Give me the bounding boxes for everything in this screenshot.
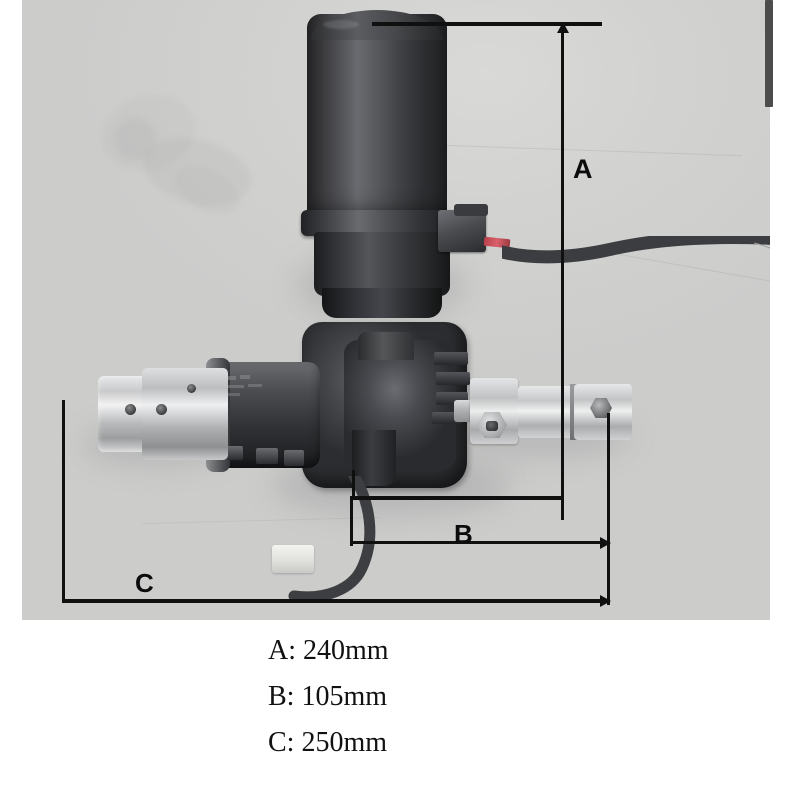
dimension-a-top-tick [372, 22, 602, 26]
left-shaft-collar [142, 368, 228, 460]
gearbox-rib [436, 372, 470, 385]
dimension-a-arrowhead [557, 22, 569, 33]
dimension-b-left-tick [350, 496, 353, 546]
dimension-a-bottom-riser [352, 470, 355, 500]
dimension-label-a: A [573, 154, 593, 184]
motor-end-cap [314, 232, 450, 296]
dimension-label-c: C [135, 568, 154, 598]
dimension-label-b: B [454, 519, 473, 549]
sensor-connector [272, 545, 314, 573]
dimension-a-bottom-tick [355, 496, 564, 500]
coupler-slot [570, 384, 577, 440]
sensor-wire [258, 470, 388, 608]
barrel-clip [256, 448, 278, 464]
product-photo: A B C [22, 0, 770, 620]
caption-line-b: B: 105mm [268, 681, 388, 712]
shaft-bolt-hole [187, 384, 196, 393]
barrel-clip [227, 446, 243, 460]
vertical-scrollbar-track[interactable] [765, 0, 800, 800]
motor-base-flange [322, 288, 442, 318]
motor-brush-holder [438, 210, 486, 252]
dimension-b-line [350, 541, 604, 544]
dimension-c-line [62, 599, 607, 603]
motor-brush-cap [454, 204, 488, 216]
dimension-right-tick [607, 413, 610, 605]
gearbox-rib [434, 352, 468, 365]
dimension-c-arrowhead [600, 595, 611, 607]
dimension-c-left-tick [62, 400, 65, 602]
caption-line-c: C: 250mm [268, 727, 388, 758]
coupler-nut-hole [486, 421, 498, 431]
dimension-caption: A: 240mm B: 105mm C: 250mm [0, 628, 800, 766]
right-coupler-block [518, 386, 580, 438]
paper-texture [114, 118, 156, 160]
barrel-clip [284, 450, 304, 466]
dimension-a-line [561, 28, 564, 520]
dimension-b-arrowhead [600, 537, 611, 549]
caption-line-a: A: 240mm [268, 635, 389, 666]
gearbox-boss [358, 332, 414, 360]
electric-motor-can-icon [307, 10, 447, 224]
barrel-marking [218, 372, 296, 402]
shaft-bolt-hole [156, 404, 167, 415]
motor-end-ring [301, 210, 453, 236]
shaft-bolt-hole [125, 404, 136, 415]
power-cable [502, 236, 770, 266]
coupler-hex-recess [590, 398, 612, 418]
vertical-scrollbar-thumb[interactable] [765, 0, 773, 107]
